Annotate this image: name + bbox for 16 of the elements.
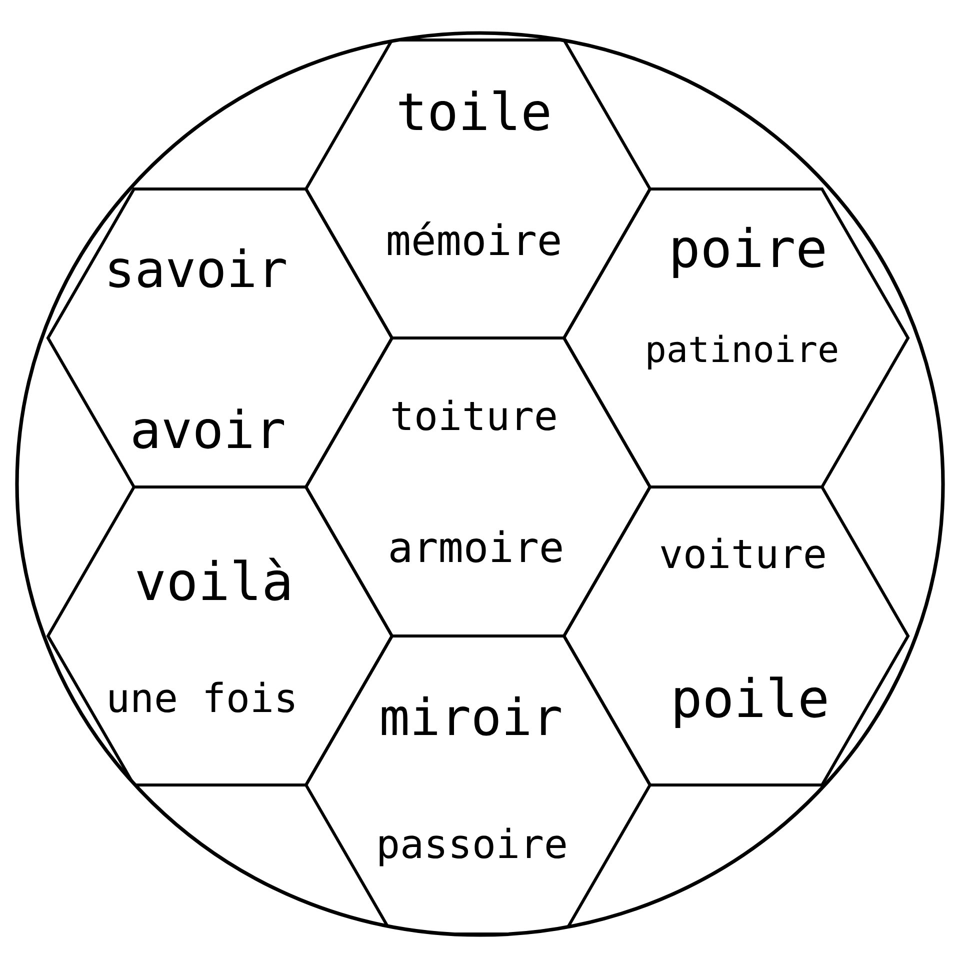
word-label: toile bbox=[399, 90, 549, 131]
word-label: mémoire bbox=[388, 222, 560, 256]
word-label: voilà bbox=[137, 558, 289, 601]
word-label: armoire bbox=[390, 530, 562, 563]
word-label: patinoire bbox=[648, 334, 838, 370]
word-label: poire bbox=[673, 226, 824, 278]
word-label: avoir bbox=[133, 408, 284, 449]
word-label: savoir bbox=[110, 248, 286, 288]
word-label: voiture bbox=[661, 538, 825, 569]
word-label: poile bbox=[675, 676, 826, 728]
hexagon-panel bbox=[562, 486, 910, 786]
word-label: miroir bbox=[382, 696, 561, 736]
word-label: toiture bbox=[392, 400, 556, 431]
word-label: une fois bbox=[110, 682, 294, 713]
hexagon-panel bbox=[562, 188, 910, 488]
word-label: passoire bbox=[380, 828, 566, 866]
